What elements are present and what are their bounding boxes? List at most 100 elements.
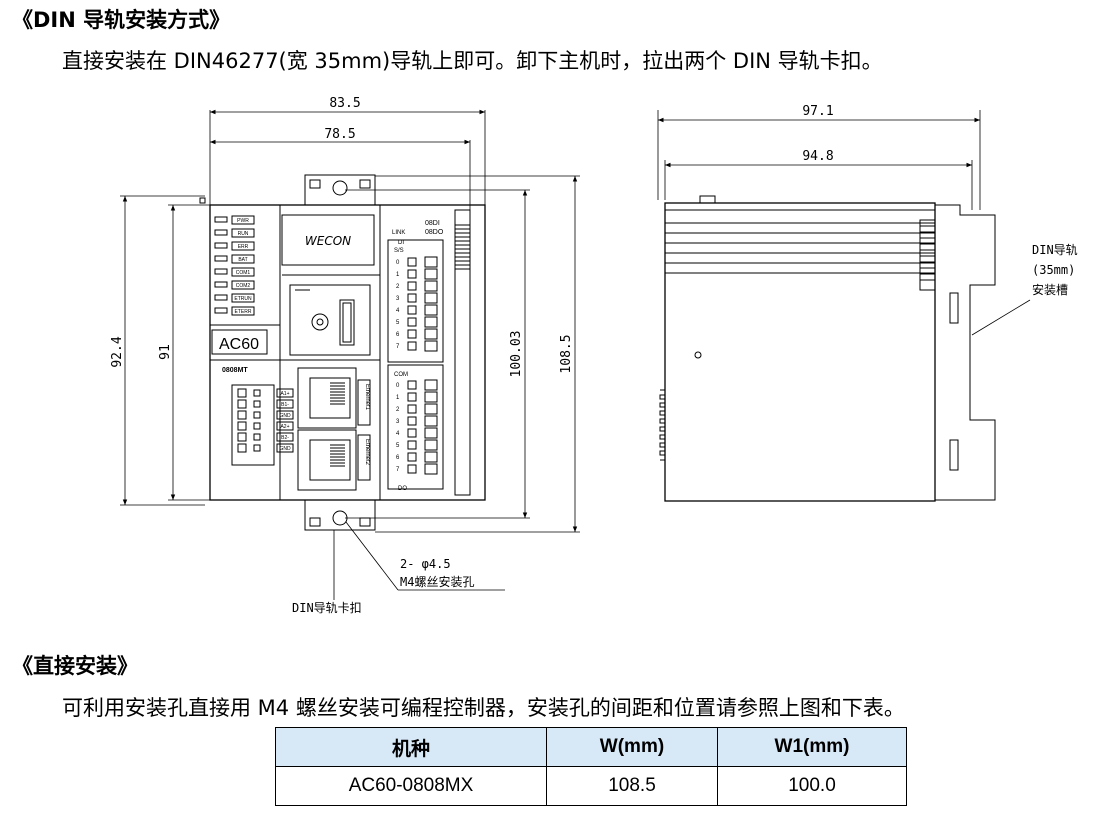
io-number: 6: [396, 455, 400, 461]
dim-width-inner: 78.5: [324, 127, 355, 142]
led-com2: [214, 281, 228, 288]
io-header-bottom: 08DO: [425, 229, 444, 236]
led-label: COM2: [236, 283, 251, 289]
io-number: 4: [396, 308, 400, 314]
dim-height-right-inner: 100.03: [509, 331, 524, 378]
io-screw: [424, 451, 438, 463]
io-number: 2: [396, 284, 400, 290]
table-row: AC60-0808MX 108.5 100.0: [275, 766, 907, 806]
io-screw: [424, 292, 438, 304]
hole-note-line2: M4螺丝安装孔: [400, 574, 474, 589]
led-err: [214, 242, 228, 249]
io-number: 0: [396, 383, 400, 389]
led-label: ERR: [238, 244, 249, 250]
dim-depth-outer: 97.1: [802, 104, 833, 119]
com-terminal-block: [231, 384, 275, 466]
hole-note-line1: 2- φ4.5: [400, 557, 451, 571]
side-view: [659, 195, 996, 502]
io-number: 2: [396, 407, 400, 413]
io-screw: [424, 328, 438, 340]
section-heading-direct-mount: 《直接安装》: [12, 654, 138, 678]
com-terminal-label: GND: [279, 446, 291, 452]
brand-logo-box: [281, 214, 375, 266]
variant-label: 0808MT: [222, 367, 248, 374]
led-com1: [214, 268, 228, 275]
brand-logo: WECON: [305, 234, 351, 248]
io-screw: [424, 391, 438, 403]
com-screw: [253, 389, 261, 397]
com-label-box: [276, 410, 294, 420]
led-label: RUN: [238, 231, 249, 237]
ethernet-port-1: [297, 367, 357, 429]
com-terminal-label: GND: [279, 413, 291, 419]
led-bat: [214, 255, 228, 262]
led-run: [214, 229, 228, 236]
io-pin: [407, 269, 417, 279]
model-dimension-table: 机种 W(mm) W1(mm) AC60-0808MX 108.5 100.0: [275, 727, 907, 806]
table-cell-w1: 100.0: [717, 766, 907, 806]
com-label-box: [276, 432, 294, 442]
led-label-box: [231, 254, 255, 264]
com-label-box: [276, 443, 294, 453]
com-label-box: [276, 399, 294, 409]
com-screw: [253, 400, 261, 408]
led-label-box: [231, 280, 255, 290]
io-screw: [424, 304, 438, 316]
com-pin: [237, 410, 247, 420]
com-screw: [253, 444, 261, 452]
table-header-row: 机种 W(mm) W1(mm): [275, 727, 907, 767]
io-number: 1: [396, 395, 400, 401]
rail-note-line3: 安装槽: [1032, 282, 1068, 297]
com-pin: [237, 432, 247, 442]
io-pin: [407, 281, 417, 291]
io-number: 4: [396, 431, 400, 437]
io-screw: [424, 427, 438, 439]
com-label-box: [276, 388, 294, 398]
led-indicators: [214, 215, 255, 316]
io-pin: [407, 317, 417, 327]
table-header-w: W(mm): [546, 727, 718, 767]
led-label: ETERR: [235, 309, 252, 315]
io-pin: [407, 380, 417, 390]
rail-note-line1: DIN导轨: [1032, 243, 1078, 257]
io-number: 3: [396, 419, 400, 425]
table-header-model: 机种: [275, 727, 547, 767]
dim-height-left-outer: 92.4: [110, 336, 125, 367]
com-screw: [253, 433, 261, 441]
section-text-din-mount: 直接安装在 DIN46277(宽 35mm)导轨上即可。卸下主机时，拉出两个 D…: [62, 49, 883, 73]
io-header-top: 08DI: [425, 220, 440, 227]
link-label: LINK: [392, 230, 405, 236]
dim-depth-inner: 94.8: [802, 149, 833, 164]
ss-label: S/S: [394, 248, 404, 254]
table-cell-w: 108.5: [546, 766, 718, 806]
com-pin: [237, 443, 247, 453]
table-cell-model: AC60-0808MX: [275, 766, 547, 806]
dim-height-left-inner: 91: [158, 344, 173, 360]
io-screw: [424, 316, 438, 328]
table-header-w1: W1(mm): [717, 727, 907, 767]
section-text-direct-mount: 可利用安装孔直接用 M4 螺丝安装可编程控制器，安装孔的间距和位置请参照上图和下…: [62, 696, 905, 720]
dim-height-right-outer: 108.5: [559, 334, 574, 373]
led-label-box: [231, 293, 255, 303]
io-pin: [407, 257, 417, 267]
io-screw: [424, 403, 438, 415]
led-etrun: [214, 294, 228, 301]
io-screw: [424, 340, 438, 352]
led-label: ETRUN: [234, 296, 252, 302]
io-terminal-bottom: [387, 364, 444, 490]
com-screw: [253, 411, 261, 419]
io-screw: [424, 439, 438, 451]
com-terminal-label: B2-: [281, 435, 289, 441]
com-terminal-label: B1-: [281, 402, 289, 408]
io-screw: [424, 256, 438, 268]
led-pwr: [214, 216, 228, 223]
mount-hole-top: [332, 180, 348, 196]
io-screw: [424, 379, 438, 391]
led-label-box: [231, 267, 255, 277]
led-label-box: [231, 228, 255, 238]
io-pin: [407, 305, 417, 315]
model-label-box: [211, 329, 268, 355]
section-heading-din-mount: 《DIN 导轨安装方式》: [12, 8, 231, 32]
led-eterr: [214, 307, 228, 314]
io-number: 7: [396, 344, 400, 350]
